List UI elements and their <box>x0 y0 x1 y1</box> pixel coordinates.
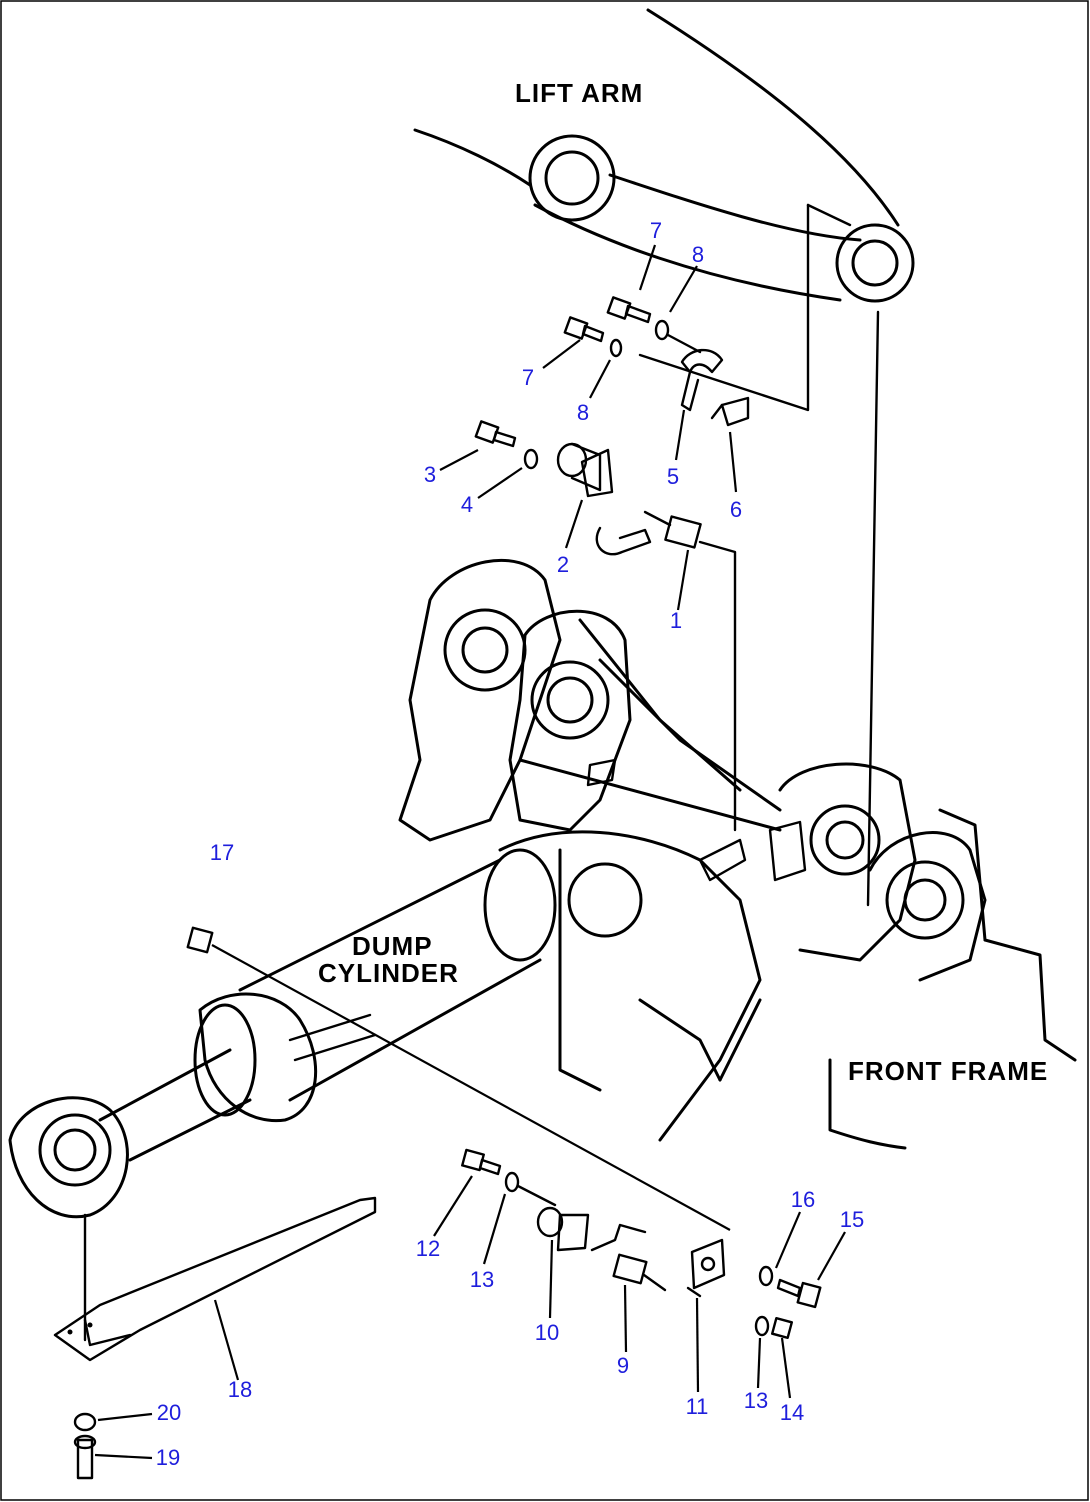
front-frame <box>398 558 1077 1150</box>
callout-6: 6 <box>730 497 742 522</box>
callout-9: 9 <box>617 1353 629 1378</box>
callout-1: 1 <box>670 608 682 633</box>
part-8-washer-upper <box>654 319 702 354</box>
lift-arm-label: LIFT ARM <box>515 78 643 108</box>
part-19-bolt <box>73 1434 97 1480</box>
callout-11: 11 <box>686 1394 709 1419</box>
part-9-sensor <box>590 1223 667 1292</box>
part-7-bolt-lower <box>563 316 605 343</box>
callout-14: 14 <box>780 1400 804 1425</box>
callout-5: 5 <box>667 464 679 489</box>
callout-4: 4 <box>461 492 473 517</box>
part-6-bracket <box>710 396 750 427</box>
callout-3: 3 <box>424 462 436 487</box>
part-20-washer <box>73 1412 97 1432</box>
lift-arm <box>413 8 915 907</box>
part-7-bolt-upper <box>606 296 652 324</box>
part-5-clamp <box>680 348 724 412</box>
part-1-sensor <box>595 510 737 832</box>
dump-cylinder-label-line2: CYLINDER <box>318 958 459 988</box>
part-3-bolt <box>474 420 517 448</box>
callout-18: 18 <box>228 1377 252 1402</box>
part-12-bolt <box>461 1148 502 1176</box>
callout-20: 20 <box>157 1400 181 1425</box>
part-13-washer-right <box>754 1315 770 1337</box>
callout-15: 15 <box>840 1207 864 1232</box>
callout-10: 10 <box>535 1320 559 1345</box>
part-14-nut <box>771 1317 793 1339</box>
part-17-nut <box>186 926 731 1231</box>
part-8-washer-lower <box>609 338 623 358</box>
front-frame-label: FRONT FRAME <box>848 1056 1048 1086</box>
part-4-washer <box>523 448 539 470</box>
callout-13-right: 13 <box>744 1388 768 1413</box>
part-11-plate <box>686 1238 726 1298</box>
part-2-proximity-switch <box>556 442 614 498</box>
callout-12: 12 <box>416 1236 440 1261</box>
callout-13-left: 13 <box>470 1267 494 1292</box>
part-10-switch <box>536 1206 590 1252</box>
callout-7-upper: 7 <box>650 218 662 243</box>
callout-8-upper: 8 <box>692 242 704 267</box>
callout-17: 17 <box>210 840 234 865</box>
dump-cylinder-label-line1: DUMP <box>352 931 433 961</box>
callout-7-lower: 7 <box>522 365 534 390</box>
callout-19: 19 <box>156 1445 180 1470</box>
callout-2: 2 <box>557 552 569 577</box>
part-15-bolt <box>776 1278 822 1309</box>
part-18-bar <box>53 1196 377 1362</box>
part-13-washer-left <box>504 1171 557 1207</box>
callout-16: 16 <box>791 1187 815 1212</box>
callout-8-lower: 8 <box>577 400 589 425</box>
part-16-washer <box>758 1265 774 1287</box>
leader-lines <box>94 244 846 1460</box>
